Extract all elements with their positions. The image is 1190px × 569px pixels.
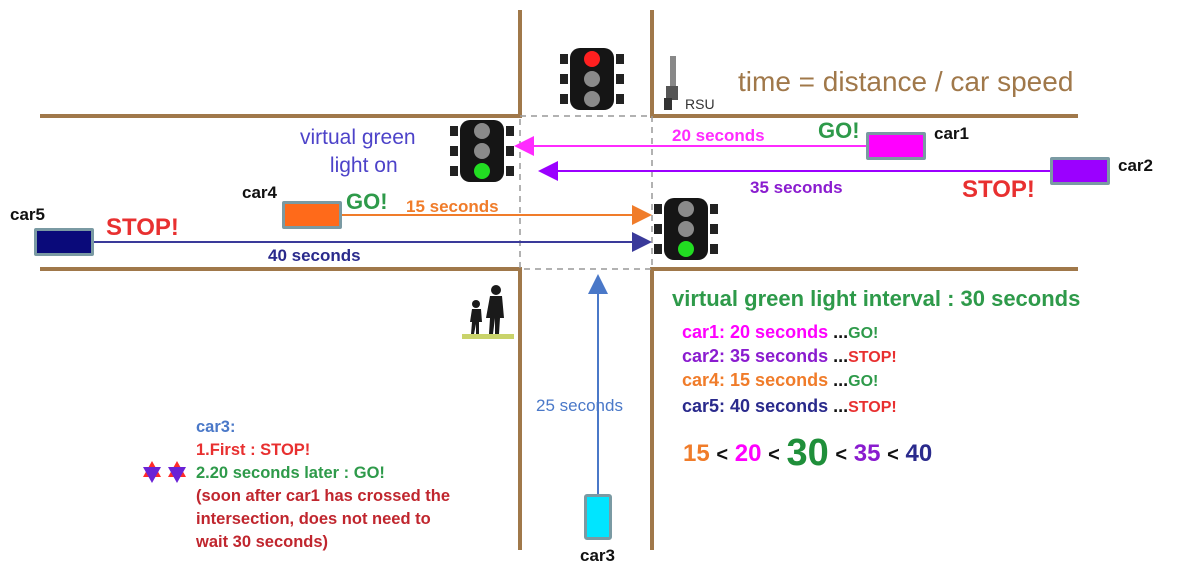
traffic-light-icon (654, 198, 718, 260)
road-edge-bottom-right (650, 267, 1078, 550)
road-edge-top-right (650, 10, 1078, 118)
car5-status: STOP! (106, 214, 179, 241)
formula-text: time = distance / car speed (738, 66, 1074, 97)
summary-label: car1: 20 seconds (682, 322, 829, 342)
ineq-35: 35 (853, 440, 881, 467)
rsu-label: RSU (685, 96, 715, 112)
summary-status: GO! (848, 325, 879, 342)
car1-label: car1 (934, 124, 969, 143)
car3-notes-note2: intersection, does not need to (196, 510, 431, 528)
car3-notes-note1: (soon after car1 has crossed the (196, 487, 451, 505)
ineq-40: 40 (905, 440, 933, 467)
car4-vehicle (282, 201, 342, 229)
car2-status: STOP! (962, 176, 1035, 203)
car4-status: GO! (346, 189, 388, 214)
car1-status: GO! (818, 118, 860, 143)
car4-label: car4 (242, 183, 277, 202)
car1-vehicle (866, 132, 926, 160)
car1-seconds-label: 20 seconds (672, 126, 765, 145)
car2-label: car2 (1118, 156, 1153, 175)
car5-seconds-label: 40 seconds (268, 246, 361, 265)
summary-row-car2: car2: 35 seconds ...STOP! (682, 346, 897, 367)
car3-notes-step2: 2.20 seconds later : GO! (196, 464, 385, 482)
ineq-op: < (887, 444, 899, 466)
ineq-op: < (716, 444, 729, 466)
traffic-light-icon (560, 48, 624, 110)
car3-label: car3 (580, 546, 615, 565)
virtual-green-light-label: virtual green light on (300, 124, 416, 180)
ineq-op: < (835, 444, 848, 466)
intersection-box (519, 115, 653, 270)
car4-seconds-label: 15 seconds (406, 197, 499, 216)
summary-row-car5: car5: 40 seconds ...STOP! (682, 396, 897, 417)
summary-label: car2: 35 seconds (682, 346, 829, 366)
summary-status: GO! (848, 373, 879, 390)
ineq-30: 30 (786, 432, 829, 474)
summary-status: STOP! (848, 399, 897, 416)
car5-vehicle (34, 228, 94, 256)
car2-seconds-label: 35 seconds (750, 178, 843, 197)
car3-vehicle (584, 494, 612, 540)
car3-notes-note3: wait 30 seconds) (196, 533, 329, 551)
road-edge-bottom-left (40, 267, 522, 550)
time-inequality: 15 < 20 < 30 < 35 < 40 (683, 432, 932, 475)
ineq-20: 20 (734, 440, 762, 467)
summary-dots: ... (833, 322, 849, 342)
virtual-green-line2: light on (329, 154, 398, 177)
interval-title: virtual green light interval : 30 second… (672, 286, 1081, 311)
summary-label: car4: 15 seconds (682, 370, 829, 390)
star-icon (168, 461, 186, 483)
car3-notes-heading: car3: (196, 418, 236, 436)
ineq-15: 15 (683, 440, 710, 467)
summary-row-car4: car4: 15 seconds ...GO! (682, 370, 878, 391)
car3-notes: car3: 1.First : STOP! 2.20 seconds later… (196, 416, 450, 554)
rsu-antenna-icon (664, 56, 678, 110)
car3-notes-step1: 1.First : STOP! (196, 441, 311, 459)
summary-status: STOP! (848, 349, 897, 366)
summary-row-car1: car1: 20 seconds ...GO! (682, 322, 878, 343)
car3-seconds-label: 25 seconds (536, 396, 623, 415)
star-icon (143, 461, 161, 483)
car2-vehicle (1050, 157, 1110, 185)
pedestrian-icon (462, 285, 514, 339)
car5-label: car5 (10, 205, 45, 224)
summary-dots: ... (833, 346, 849, 366)
ineq-op: < (768, 444, 780, 466)
traffic-light-icon (450, 120, 514, 182)
virtual-green-line1: virtual green (300, 126, 416, 149)
road-edge-top-left (40, 10, 522, 118)
summary-dots: ... (833, 396, 849, 416)
summary-label: car5: 40 seconds (682, 396, 829, 416)
summary-dots: ... (833, 370, 849, 390)
